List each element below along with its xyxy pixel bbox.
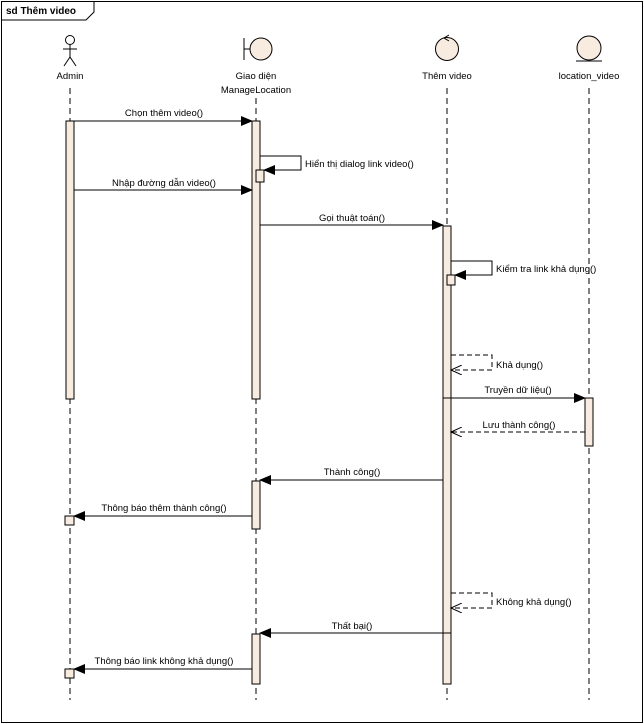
activation-bars <box>64 120 594 685</box>
activation-control <box>442 225 452 685</box>
message-arrow <box>451 260 493 280</box>
activation-gui <box>251 120 261 400</box>
message-label: Thành công() <box>324 467 381 478</box>
participant-entity: location_video <box>559 35 620 82</box>
participant-label: Thêm video <box>422 71 472 82</box>
message-label: Gọi thuật toán() <box>319 213 385 224</box>
boundary-icon <box>243 37 273 61</box>
message-return-arrow <box>451 354 493 370</box>
activation-gui-3 <box>251 633 261 685</box>
participant-control: Thêm video <box>422 34 472 82</box>
activation-entity <box>584 397 594 447</box>
message-label: Không khả dụng() <box>496 597 572 608</box>
message-label: Kiểm tra link khả dụng() <box>496 264 596 275</box>
frame-title: sd Thêm video <box>6 6 76 17</box>
message-label: Khả dụng() <box>496 360 543 371</box>
control-icon <box>435 34 459 61</box>
message-label: Nhập đường dẫn video() <box>112 178 216 189</box>
participant-label: Admin <box>57 71 84 82</box>
message-label: Truyền dữ liệu() <box>484 385 551 396</box>
message-label: Lưu thành công() <box>483 420 556 431</box>
entity-icon <box>576 35 602 62</box>
message-label: Thất bại() <box>332 621 373 632</box>
message-return-arrow <box>451 592 493 608</box>
participant-label-line1: Giao diện <box>236 71 277 82</box>
message-label: Thông báo link không khả dụng() <box>95 656 234 667</box>
activation-admin-3 <box>64 668 75 679</box>
actor-icon <box>63 35 77 67</box>
message-label: Chọn thêm video() <box>125 108 203 119</box>
activation-control-self <box>446 274 456 286</box>
message-labels: Chọn thêm video() Hiển thị dialog link v… <box>95 108 597 667</box>
message-label: Hiển thị dialog link video() <box>305 159 414 170</box>
participant-label-line2: ManageLocation <box>221 85 291 96</box>
message-arrow <box>260 155 302 175</box>
activation-admin-2 <box>64 515 75 526</box>
participant-admin: Admin <box>57 35 84 82</box>
activation-admin <box>65 120 75 400</box>
participant-label: location_video <box>559 71 620 82</box>
activation-gui-self <box>255 169 265 183</box>
message-label: Thông báo thêm thành công() <box>101 503 226 514</box>
messages <box>73 116 586 674</box>
participant-gui: Giao diện ManageLocation <box>221 37 291 96</box>
activation-gui-2 <box>251 480 261 530</box>
